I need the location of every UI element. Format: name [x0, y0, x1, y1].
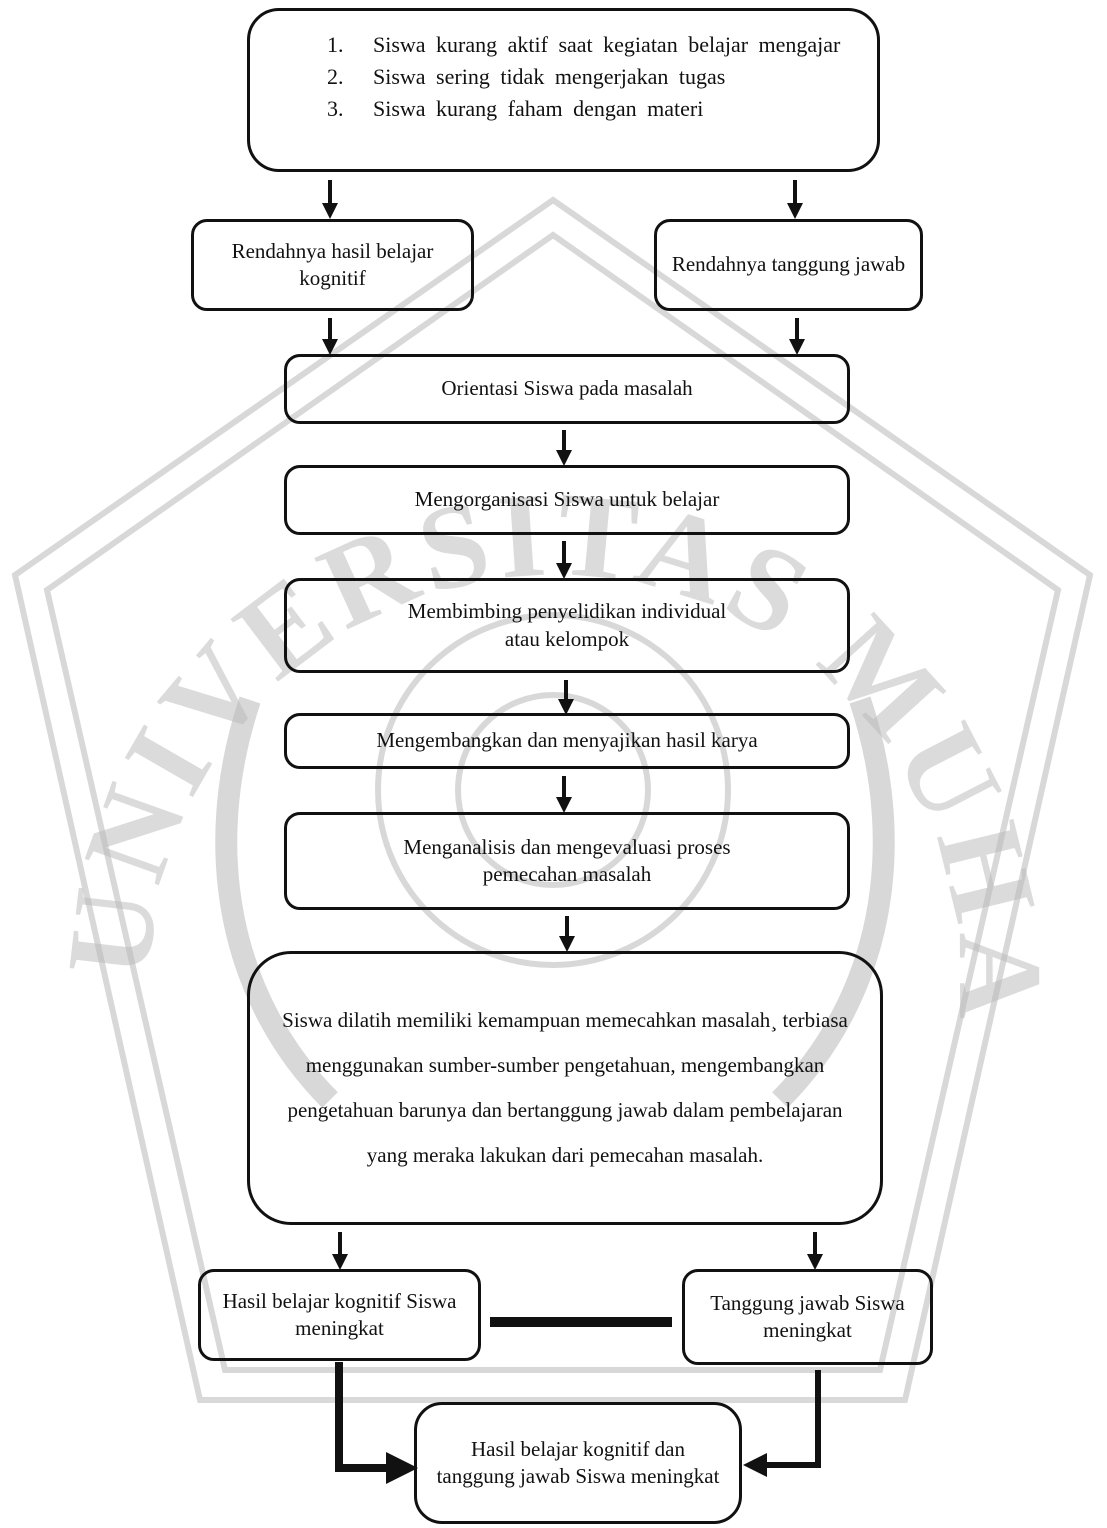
seal-outer-pentagon: [11, 196, 1094, 1403]
step-label-5: Menganalisis dan mengevaluasi proses pem…: [403, 834, 731, 886]
issue-label-cognitive: Rendahnya hasil belajar kognitif: [231, 238, 434, 290]
issue-box-cognitive: Rendahnya hasil belajar kognitif: [191, 219, 474, 311]
step-box-4: Mengembangkan dan menyajikan hasil karya: [284, 713, 850, 769]
step-box-1: Orientasi Siswa pada masalah: [284, 354, 850, 424]
step-label-3: Membimbing penyelidikan individual atau …: [407, 599, 727, 651]
seal-inner-emblem: [375, 612, 731, 968]
step-box-5: Menganalisis dan mengevaluasi proses pem…: [284, 812, 850, 910]
problem-list: Siswa kurang aktif saat kegiatan belajar…: [250, 29, 877, 125]
issue-box-responsibility: Rendahnya tanggung jawab: [654, 219, 923, 311]
final-outcome-box: Hasil belajar kognitif dan tanggung jawa…: [414, 1402, 742, 1524]
issue-label-responsibility: Rendahnya tanggung jawab: [671, 252, 906, 277]
problem-list-box: Siswa kurang aktif saat kegiatan belajar…: [247, 8, 880, 172]
problem-item-3: Siswa kurang faham dengan materi: [327, 93, 704, 125]
step-box-3: Membimbing penyelidikan individual atau …: [284, 578, 850, 673]
step-label-1: Orientasi Siswa pada masalah: [441, 376, 693, 401]
arrow-outcome-left-to-final: [335, 1362, 418, 1484]
seal-inner-pentagon: [43, 231, 1062, 1373]
problem-item-2: Siswa sering tidak mengerjakan tugas: [327, 61, 726, 93]
step-label-2: Mengorganisasi Siswa untuk belajar: [414, 487, 720, 512]
outcome-box-responsibility: Tanggung jawab Siswa meningkat: [682, 1269, 933, 1365]
outcome-box-cognitive: Hasil belajar kognitif Siswa meningkat: [198, 1269, 481, 1361]
conclusion-text: Siswa dilatih memiliki kemampuan memecah…: [282, 1008, 848, 1167]
final-outcome-label: Hasil belajar kognitif dan tanggung jawa…: [436, 1436, 720, 1488]
step-box-2: Mengorganisasi Siswa untuk belajar: [284, 465, 850, 535]
outcome-label-responsibility: Tanggung jawab Siswa meningkat: [710, 1290, 905, 1342]
arrow-outcome-right-to-final: [743, 1370, 821, 1477]
problem-item-1: Siswa kurang aktif saat kegiatan belajar…: [327, 29, 841, 61]
conclusion-box: Siswa dilatih memiliki kemampuan memecah…: [247, 951, 883, 1225]
step-label-4: Mengembangkan dan menyajikan hasil karya: [376, 728, 758, 753]
outcome-label-cognitive: Hasil belajar kognitif Siswa meningkat: [222, 1288, 457, 1340]
